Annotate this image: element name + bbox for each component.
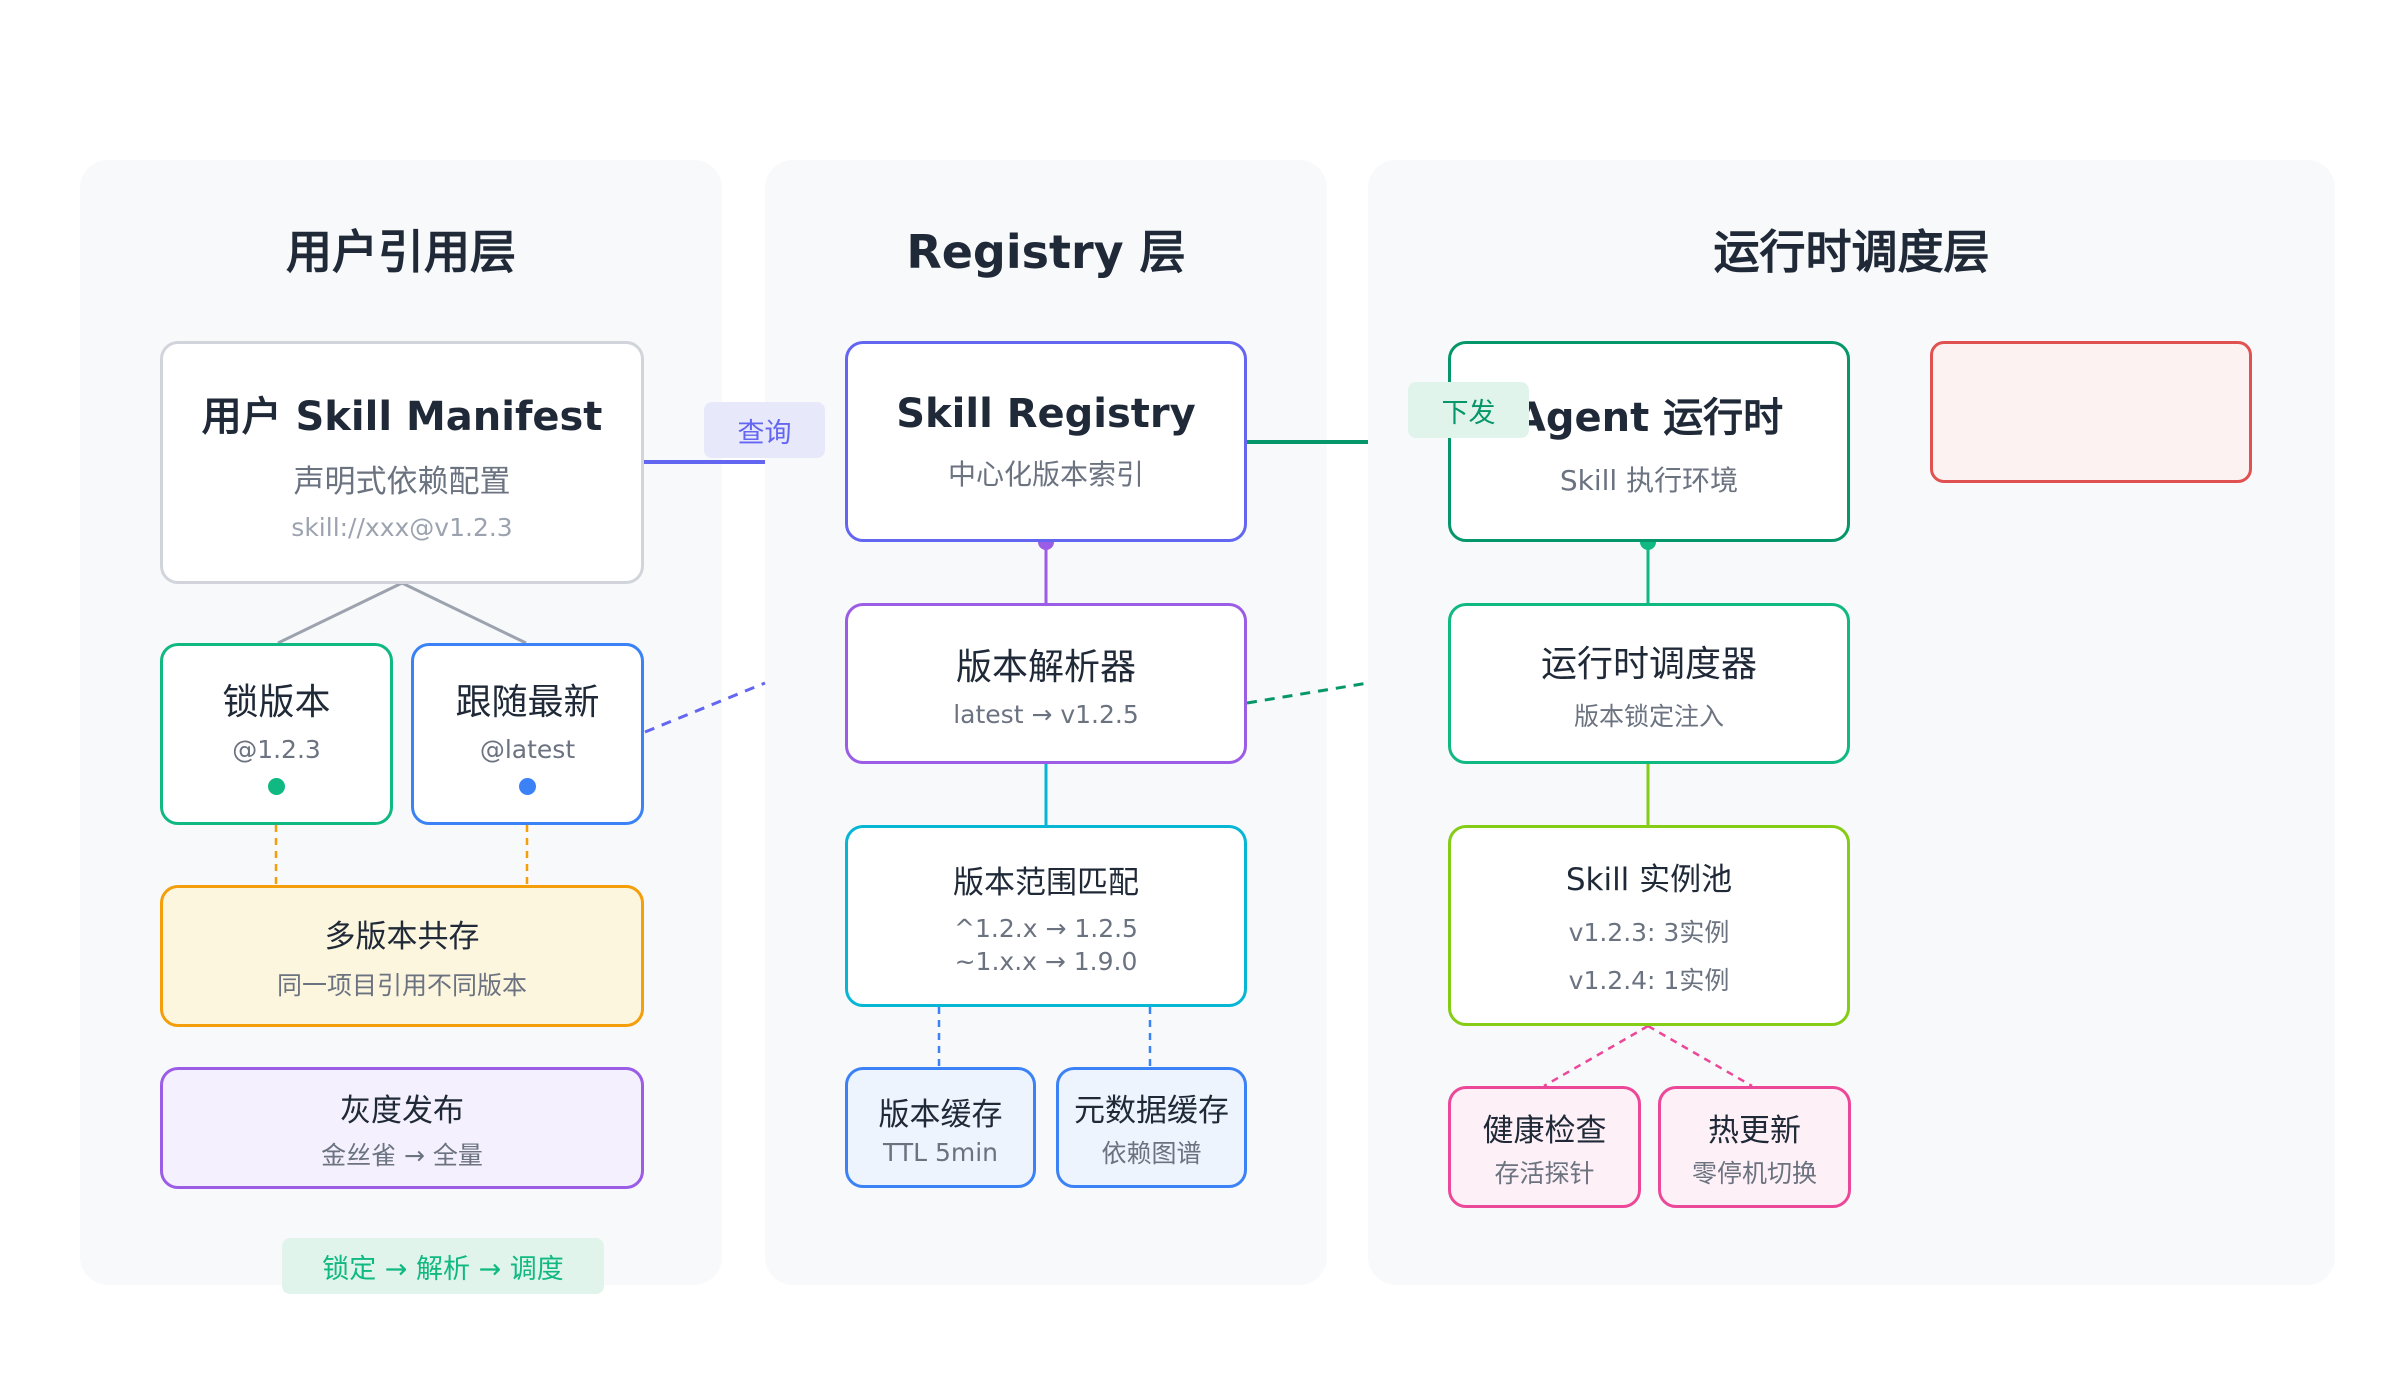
version-cache-box[interactable]: 版本缓存 TTL 5min (845, 1067, 1036, 1188)
agent-runtime-box[interactable]: Agent 运行时 Skill 执行环境 (1448, 341, 1850, 542)
hot-update-sub: 零停机切换 (1691, 1158, 1817, 1188)
version-resolver-box[interactable]: 版本解析器 latest → v1.2.5 (845, 603, 1247, 764)
skill-instance-pool-line1: v1.2.3: 3实例 (1568, 918, 1730, 947)
version-range-title: 版本范围匹配 (953, 864, 1139, 901)
multi-version-sub: 同一项目引用不同版本 (276, 970, 527, 1000)
skill-registry-box[interactable]: Skill Registry 中心化版本索引 (845, 341, 1247, 542)
health-check-sub: 存活探针 (1494, 1158, 1595, 1188)
lock-version-box[interactable]: 锁版本 @1.2.3 (160, 643, 393, 825)
hot-update-title: 热更新 (1708, 1112, 1801, 1149)
follow-to-resolver-line (644, 681, 766, 734)
lock-version-title: 锁版本 (222, 682, 331, 723)
follow-status-dot (519, 778, 536, 795)
dispatch-tag: 下发 (1408, 382, 1529, 438)
gray-release-box[interactable]: 灰度发布 金丝雀 → 全量 (160, 1067, 644, 1189)
manifest-subtitle: 声明式依赖配置 (293, 463, 511, 500)
version-cache-sub: TTL 5min (882, 1137, 999, 1167)
health-check-box[interactable]: 健康检查 存活探针 (1448, 1086, 1641, 1208)
manifest-example: skill://xxx@v1.2.3 (291, 512, 513, 542)
version-cache-title: 版本缓存 (878, 1096, 1003, 1133)
metadata-cache-title: 元数据缓存 (1074, 1093, 1229, 1129)
manifest-to-follow-line (401, 581, 527, 645)
runtime-layer-title: 运行时调度层 (1713, 225, 1990, 279)
skill-registry-title: Skill Registry (896, 390, 1196, 437)
query-tag: 查询 (704, 402, 825, 458)
gray-release-title: 灰度发布 (340, 1092, 464, 1129)
version-resolver-sub: latest → v1.2.5 (953, 700, 1139, 729)
manifest-title: 用户 Skill Manifest (201, 393, 603, 440)
follow-latest-sub: @latest (479, 735, 576, 764)
manifest-box[interactable]: 用户 Skill Manifest 声明式依赖配置 skill://xxx@v1… (160, 341, 644, 584)
flow-tag: 锁定 → 解析 → 调度 (282, 1238, 604, 1294)
skill-instance-pool-title: Skill 实例池 (1565, 862, 1733, 898)
metadata-cache-box[interactable]: 元数据缓存 依赖图谱 (1056, 1067, 1247, 1188)
hot-update-box[interactable]: 热更新 零停机切换 (1658, 1086, 1851, 1208)
registry-layer-title: Registry 层 (906, 225, 1186, 279)
skill-instance-pool-line2: v1.2.4: 1实例 (1568, 966, 1730, 995)
pool-to-hot-line (1647, 1024, 1753, 1088)
follow-latest-title: 跟随最新 (455, 682, 600, 723)
multi-version-title: 多版本共存 (324, 918, 480, 955)
health-check-title: 健康检查 (1482, 1112, 1607, 1149)
skill-registry-sub: 中心化版本索引 (947, 457, 1144, 491)
version-resolver-title: 版本解析器 (955, 647, 1136, 688)
runtime-scheduler-sub: 版本锁定注入 (1573, 701, 1724, 731)
gray-release-sub: 金丝雀 → 全量 (321, 1140, 483, 1170)
skill-instance-pool-box[interactable]: Skill 实例池 v1.2.3: 3实例 v1.2.4: 1实例 (1448, 825, 1850, 1026)
user-layer-title: 用户引用层 (286, 225, 516, 279)
metadata-cache-sub: 依赖图谱 (1101, 1139, 1202, 1168)
manifest-to-lock-line (277, 581, 403, 645)
resolver-to-scheduler-line (1246, 681, 1369, 705)
lock-status-dot (268, 778, 285, 795)
multi-version-box[interactable]: 多版本共存 同一项目引用不同版本 (160, 885, 644, 1027)
follow-latest-box[interactable]: 跟随最新 @latest (411, 643, 644, 825)
version-range-box[interactable]: 版本范围匹配 ^1.2.x → 1.2.5 ~1.x.x → 1.9.0 (845, 825, 1247, 1007)
agent-runtime-title: Agent 运行时 (1514, 394, 1784, 441)
runtime-scheduler-box[interactable]: 运行时调度器 版本锁定注入 (1448, 603, 1850, 764)
highlight-placeholder-box (1930, 341, 2252, 483)
version-range-line1: ^1.2.x → 1.2.5 (954, 913, 1138, 943)
version-range-line2: ~1.x.x → 1.9.0 (954, 946, 1138, 976)
lock-version-sub: @1.2.3 (232, 735, 321, 764)
agent-runtime-sub: Skill 执行环境 (1559, 463, 1739, 497)
runtime-scheduler-title: 运行时调度器 (1540, 643, 1757, 685)
pool-to-health-line (1543, 1024, 1649, 1088)
